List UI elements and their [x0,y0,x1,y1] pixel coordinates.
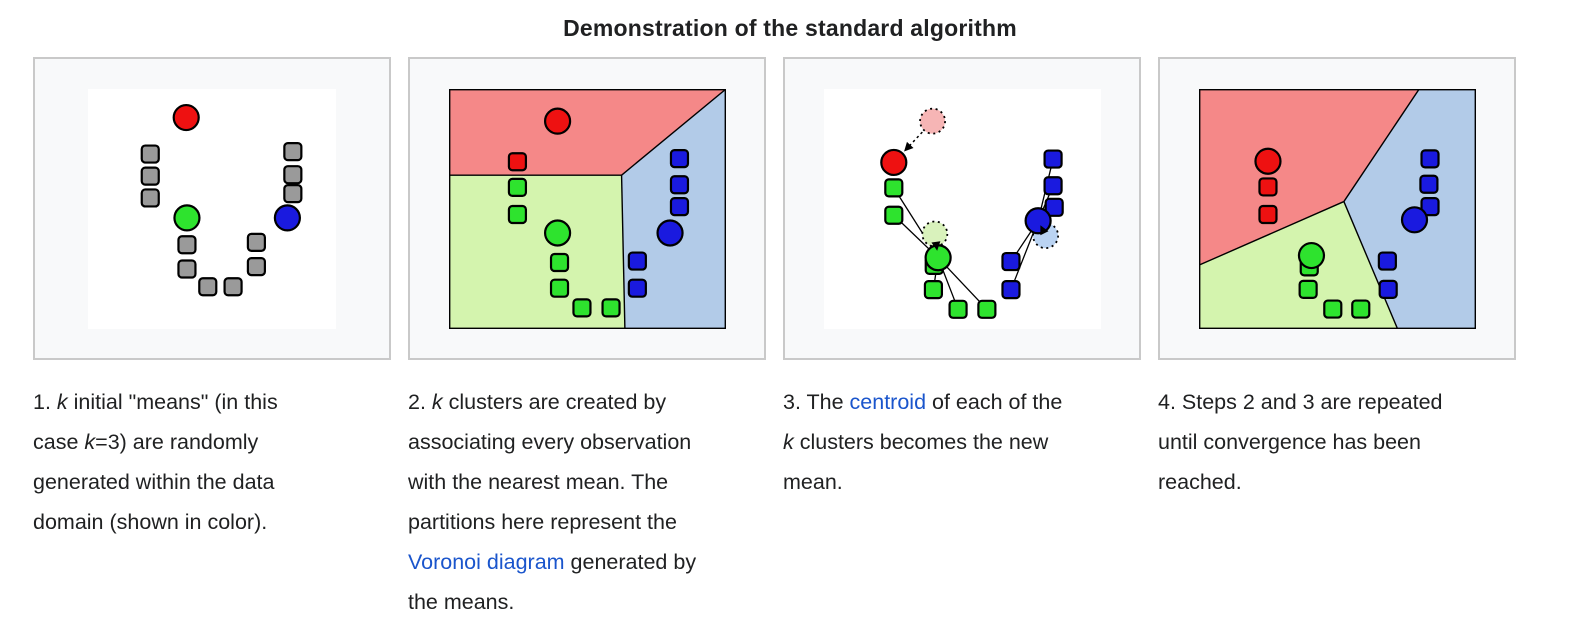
step-1-panel [33,57,391,360]
caption-text: generated by the means. [408,550,697,614]
captions-row: 1. k initial "means" (in this case k=3) … [33,382,1580,622]
caption-text: of each of the [932,390,1063,414]
caption-step-2: 2. k clusters are created by associating… [408,382,766,622]
panels-row [33,57,1580,360]
step-3-panel [783,57,1141,360]
step-2-figure [448,89,726,329]
caption-step-1: 1. k initial "means" (in this case k=3) … [33,382,391,622]
caption-text: 2. [408,390,432,414]
step-1-figure [88,89,336,329]
caption-step-3: 3. The centroid of each of the k cluster… [783,382,1141,622]
caption-text: clusters becomes the new mean. [783,430,1049,494]
italic-k: k [431,390,443,414]
figure-title: Demonstration of the standard algorithm [563,15,1017,41]
italic-k: k [783,430,794,454]
caption-text: initial "means" (in this case [33,390,278,454]
step-4-panel [1158,57,1516,360]
caption-text: =3) are randomly generated within the da… [33,430,275,534]
centroid-link[interactable]: centroid [849,390,927,414]
italic-k: k [56,390,68,414]
step-3-figure [823,89,1101,329]
caption-text: 4. Steps 2 and 3 are repeated until conv… [1158,390,1443,494]
italic-k: k [84,430,96,454]
caption-text: clusters are created by associating ever… [408,390,692,534]
voronoi-diagram-link[interactable]: Voronoi diagram [408,550,565,574]
step-4-figure [1198,89,1476,329]
step-2-panel [408,57,766,360]
caption-step-4: 4. Steps 2 and 3 are repeated until conv… [1158,382,1516,622]
caption-text: 3. The [783,390,850,414]
caption-text: 1. [33,390,57,414]
